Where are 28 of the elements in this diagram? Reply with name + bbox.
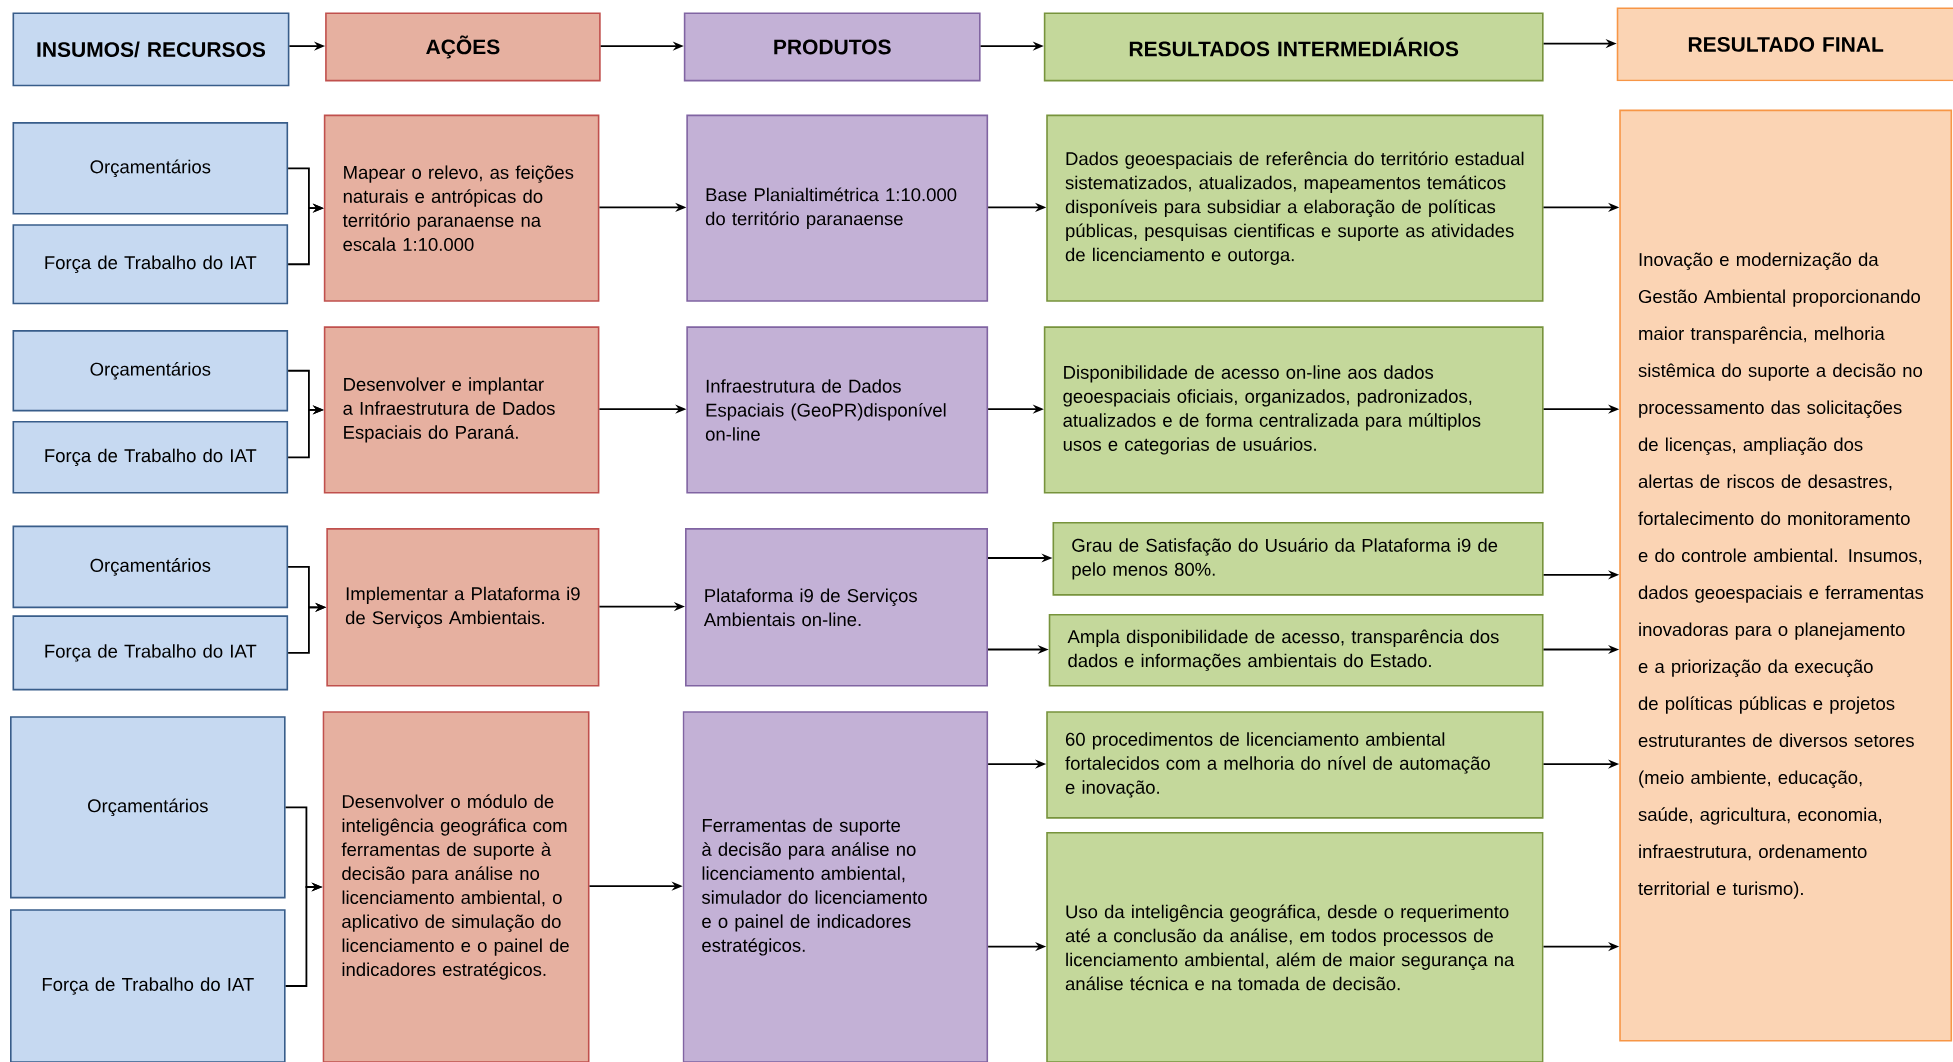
input-box: Orçamentários: [12, 525, 289, 609]
input-box: Orçamentários: [10, 716, 286, 899]
result-box: Uso da inteligência geográfica, desde o requerimento até a conclusão da análise, em todos processos de licenciamento ambiental, além de maior segurança na análise técnica e na tomada de decisão.: [1046, 832, 1544, 1062]
input-box: Força de Trabalho do IAT: [12, 421, 289, 494]
action-box: Implementar a Plataforma i9 de Serviços Ambientais.: [326, 528, 600, 687]
input-box: Orçamentários: [12, 122, 289, 215]
product-box: Base Planialtimétrica 1:10.000 do território paranaense: [686, 114, 989, 302]
action-box: Mapear o relevo, as feições naturais e antrópicas do território paranaense na escala 1:10.000: [323, 114, 600, 302]
result-box: 60 procedimentos de licenciamento ambiental fortalecidos com a melhoria do nível de automação e inovação.: [1046, 711, 1544, 819]
input-box: Força de Trabalho do IAT: [10, 909, 286, 1062]
result-box: Dados geoespaciais de referência do território estadual sistematizados, atualizados, mapeamentos temáticos disponíveis para subsidiar a elaboração de políticas públicas, pesquisas cientificas e suporte as atividades de licenciamento e outorga.: [1046, 114, 1544, 302]
final-result-box: Inovação e modernização da Gestão Ambiental proporcionando maior transparência, melhoria sistêmica do suporte a decisão no processamento das solicitações de licenças, ampliação dos alertas de riscos de desastres, fortalecimento do monitoramento e do controle ambiental. Insumos, dados geoespaciais e ferramentas inovadoras para o planejamento e a priorização da execução de políticas públicas e projetos estruturantes de diversos setores (meio ambiente, educação, saúde, agricultura, economia, infraestrutura, ordenamento territorial e turismo).: [1619, 109, 1953, 1042]
column-header: RESULTADO FINAL: [1616, 7, 1953, 82]
product-box: Infraestrutura de Dados Espaciais (GeoPR)disponível on-line: [686, 326, 989, 494]
result-box: Disponibilidade de acesso on-line aos dados geoespaciais oficiais, organizados, padronizados, atualizados e de forma centralizada para múltiplos usos e categorias de usuários.: [1043, 326, 1544, 494]
column-header: RESULTADOS INTERMEDIÁRIOS: [1043, 12, 1544, 82]
column-header: PRODUTOS: [683, 12, 981, 82]
input-box: Orçamentários: [12, 330, 289, 412]
column-header: AÇÕES: [325, 12, 601, 82]
result-box: Ampla disponibilidade de acesso, transparência dos dados e informações ambientais do Estado.: [1048, 614, 1544, 687]
column-header: INSUMOS/ RECURSOS: [12, 12, 290, 87]
product-box: Plataforma i9 de Serviços Ambientais on-line.: [685, 528, 988, 687]
input-box: Força de Trabalho do IAT: [12, 224, 289, 305]
input-box: Força de Trabalho do IAT: [12, 615, 289, 691]
product-box: Ferramentas de suporte à decisão para análise no licenciamento ambiental, simulador do licenciamento e o painel de indicadores estratégicos.: [682, 711, 989, 1062]
action-box: Desenvolver e implantar a Infraestrutura de Dados Espaciais do Paraná.: [323, 326, 600, 494]
action-box: Desenvolver o módulo de inteligência geográfica com ferramentas de suporte à decisão para análise no licenciamento ambiental, o aplicativo de simulação do licenciamento e o painel de indicadores estratégicos.: [322, 711, 590, 1062]
result-box: Grau de Satisfação do Usuário da Plataforma i9 de pelo menos 80%.: [1052, 521, 1544, 596]
